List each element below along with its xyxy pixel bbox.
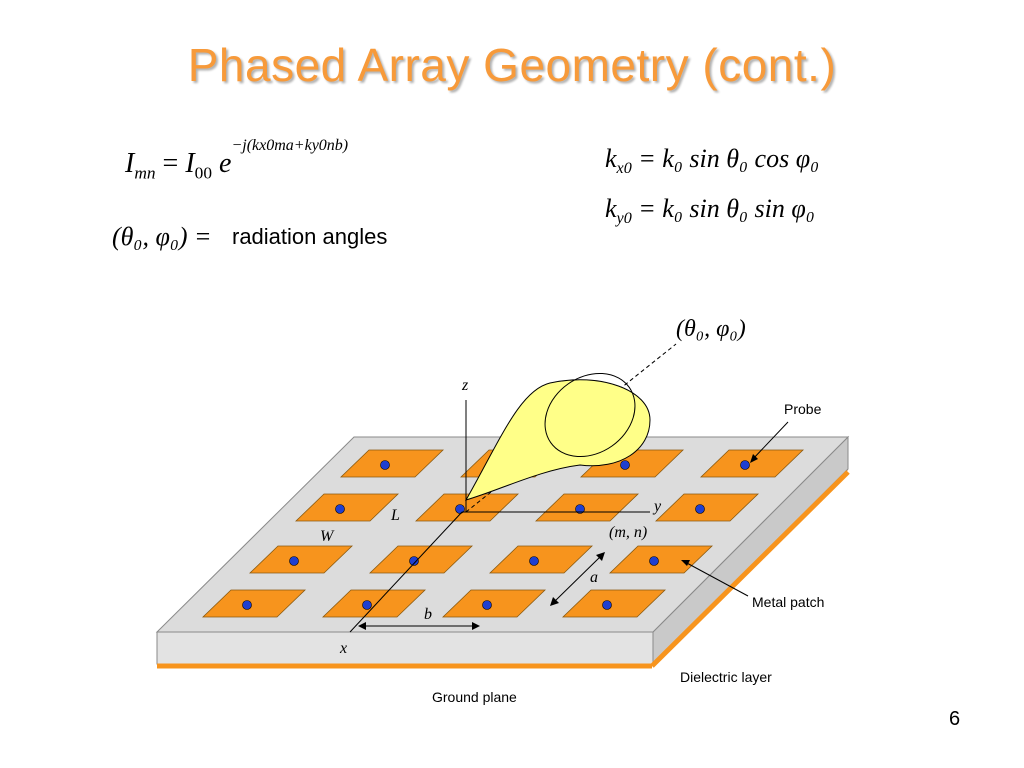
dielectric-front-face bbox=[156, 631, 654, 665]
probe-dot bbox=[740, 460, 750, 470]
metal-patch-label: Metal patch bbox=[752, 594, 824, 610]
dim-L-label: L bbox=[390, 507, 400, 524]
ky0-lhs-sub: y0 bbox=[616, 210, 632, 228]
probe-dot bbox=[482, 600, 492, 610]
metal-patch bbox=[700, 449, 804, 478]
angles-equation: (θ₀, φ₀) = bbox=[112, 222, 212, 251]
probe-dot bbox=[575, 504, 585, 514]
kx0-lhs-sub: x0 bbox=[616, 160, 632, 178]
element-mn-label: (m, n) bbox=[609, 524, 647, 541]
radiation-angles-text: radiation angles bbox=[232, 224, 388, 249]
metal-patch bbox=[202, 589, 306, 618]
current-lhs: I bbox=[125, 148, 135, 179]
metal-patch bbox=[655, 493, 759, 522]
dim-a-arrowhead-high bbox=[596, 552, 605, 561]
metal-patch bbox=[340, 449, 444, 478]
ky0-rhs: = k₀ sin θ₀ sin φ₀ bbox=[638, 194, 815, 223]
current-rhs: I bbox=[185, 148, 195, 179]
current-base: e bbox=[219, 148, 232, 179]
ky0-equation: ky0 = k₀ sin θ₀ sin φ₀ bbox=[605, 194, 815, 228]
probe-dot bbox=[242, 600, 252, 610]
axis-y-label: y bbox=[652, 498, 662, 515]
probe-dot bbox=[620, 460, 630, 470]
current-equation: Imn = I00 e−j(kx0ma+ky0nb) bbox=[125, 137, 349, 183]
probe-dot bbox=[289, 556, 299, 566]
current-lhs-sub: mn bbox=[134, 163, 156, 183]
x-axis bbox=[349, 511, 463, 633]
metal-patch bbox=[442, 589, 546, 618]
probe-label: Probe bbox=[784, 401, 822, 417]
metal-patch bbox=[609, 545, 713, 574]
metal-patch bbox=[415, 493, 519, 522]
kx0-lhs: k bbox=[605, 144, 617, 173]
ky0-lhs: k bbox=[605, 194, 617, 223]
metal-patch bbox=[535, 493, 639, 522]
probe-dot bbox=[695, 504, 705, 514]
dielectric-layer-label: Dielectric layer bbox=[680, 669, 772, 685]
probe-dot bbox=[335, 504, 345, 514]
probe-dot bbox=[409, 556, 419, 566]
beam-cross-section bbox=[544, 372, 636, 458]
metal-patch bbox=[562, 589, 666, 618]
beam-angle-label: (θ₀, φ₀) bbox=[676, 316, 746, 342]
dim-a-arrow bbox=[553, 555, 602, 603]
probe-dot bbox=[602, 600, 612, 610]
dim-a-label: a bbox=[590, 569, 598, 586]
page-number: 6 bbox=[949, 708, 961, 730]
metal-patch bbox=[369, 545, 473, 574]
ground-plane-side-edge bbox=[650, 470, 850, 668]
dim-W-label: W bbox=[320, 528, 335, 545]
metal-patch-callout bbox=[684, 561, 749, 597]
probe-dot bbox=[362, 600, 372, 610]
metal-patch bbox=[322, 589, 426, 618]
dim-b-arrowhead-right bbox=[472, 622, 480, 630]
probe-callout-head bbox=[750, 454, 758, 463]
probe-dot bbox=[529, 556, 539, 566]
current-exponent: −j(kx0ma+ky0nb) bbox=[231, 137, 349, 154]
kx0-rhs: = k₀ sin θ₀ cos φ₀ bbox=[638, 144, 820, 173]
probe-callout bbox=[751, 421, 789, 461]
metal-patch bbox=[295, 493, 399, 522]
kx0-equation: kx0 = k₀ sin θ₀ cos φ₀ bbox=[605, 144, 819, 178]
radiation-beam bbox=[464, 379, 651, 501]
ground-plane-label: Ground plane bbox=[432, 689, 517, 705]
metal-patch-callout-head bbox=[681, 560, 690, 566]
axis-x-label: x bbox=[339, 640, 347, 657]
dim-b-label: b bbox=[424, 606, 432, 623]
probe-dot bbox=[649, 556, 659, 566]
dim-a-arrowhead-low bbox=[550, 597, 559, 606]
metal-patch bbox=[489, 545, 593, 574]
dielectric-top bbox=[155, 436, 850, 633]
dim-b-arrowhead-left bbox=[358, 622, 366, 630]
current-rhs-sub: 00 bbox=[194, 163, 213, 183]
slide-title: Phased Array Geometry (cont.) bbox=[187, 39, 837, 91]
axis-z-label: z bbox=[461, 377, 469, 394]
probe-dot bbox=[380, 460, 390, 470]
metal-patch bbox=[249, 545, 353, 574]
